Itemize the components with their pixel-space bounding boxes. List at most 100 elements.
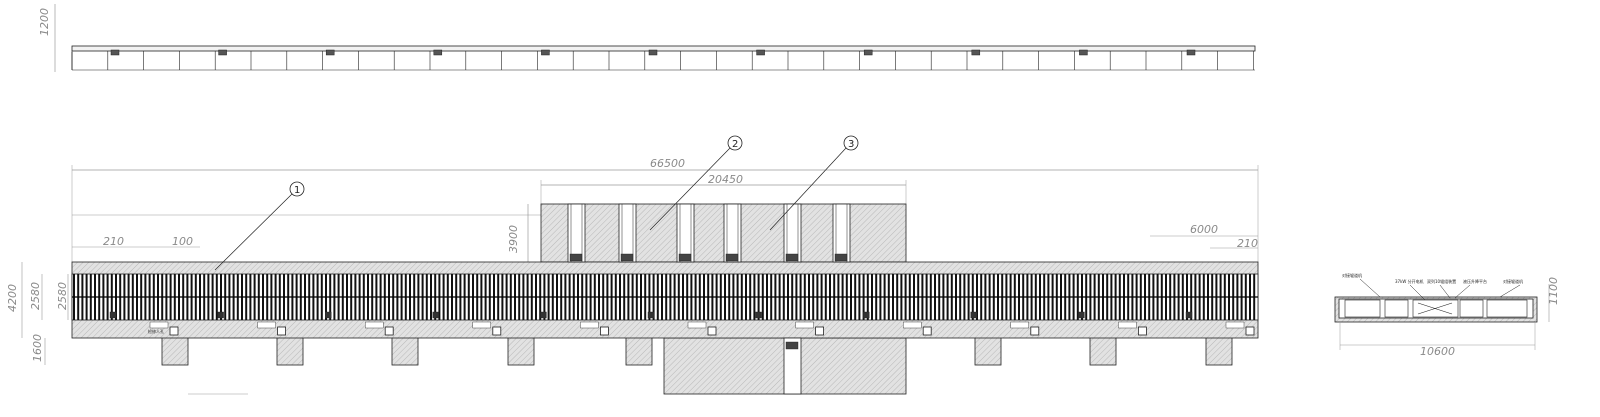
plan-view bbox=[21, 135, 1259, 395]
section-equipment bbox=[1344, 299, 1381, 318]
inspection-label: 检修人孔 bbox=[148, 328, 164, 334]
label-box bbox=[687, 321, 707, 329]
transfer-track bbox=[723, 203, 742, 263]
label-box bbox=[1225, 321, 1245, 329]
motor-block bbox=[756, 49, 765, 56]
drive-motor bbox=[1185, 311, 1193, 319]
motor-block bbox=[218, 49, 227, 56]
callout-circle bbox=[289, 181, 305, 197]
transfer-car bbox=[785, 341, 799, 350]
pitch-dim-210: 210 bbox=[103, 235, 124, 248]
manhole-box bbox=[1030, 326, 1040, 336]
leader-line bbox=[1454, 284, 1471, 299]
section-equipment bbox=[1384, 299, 1409, 318]
transfer-car bbox=[569, 253, 583, 262]
roller-width-dim-b: 2580 bbox=[56, 282, 69, 310]
transfer-car bbox=[678, 253, 692, 262]
drive-motor bbox=[755, 311, 762, 319]
leader-line bbox=[769, 147, 847, 231]
motor-block bbox=[863, 49, 873, 56]
center-length-dim: 20450 bbox=[708, 173, 743, 186]
drive-motor bbox=[1078, 311, 1085, 319]
overall-length-dim: 66500 bbox=[650, 157, 685, 170]
pier bbox=[625, 335, 653, 366]
section-label-4: 液压升降平台 bbox=[1463, 278, 1487, 284]
right-length-dim: 6000 bbox=[1190, 223, 1218, 236]
pier bbox=[391, 335, 419, 366]
motor-block bbox=[433, 49, 443, 56]
section-height-dim: 1100 bbox=[1547, 277, 1560, 305]
motor-block bbox=[110, 49, 120, 56]
drive-motor bbox=[325, 311, 332, 319]
pitch-dim-100: 100 bbox=[172, 235, 193, 248]
drive-motor bbox=[109, 311, 117, 319]
callout-3: 3 bbox=[848, 139, 854, 150]
manhole-box bbox=[384, 326, 394, 336]
callout-circle bbox=[727, 135, 743, 151]
callout-circle bbox=[843, 135, 859, 151]
label-box bbox=[580, 321, 599, 329]
leader-line bbox=[1409, 284, 1426, 301]
motor-block bbox=[1079, 49, 1088, 56]
manhole-box bbox=[492, 326, 502, 336]
transfer-car bbox=[725, 253, 739, 262]
label-box bbox=[903, 321, 922, 329]
motor-block bbox=[971, 49, 981, 56]
label-box bbox=[1118, 321, 1137, 329]
manhole-box bbox=[1245, 326, 1255, 336]
motor-block bbox=[648, 49, 658, 56]
label-box bbox=[795, 321, 814, 329]
section-equipment bbox=[1486, 299, 1528, 318]
pier-depth-dim: 1600 bbox=[31, 334, 44, 362]
pier bbox=[276, 335, 304, 366]
elevation-view bbox=[54, 4, 1256, 72]
drive-motor bbox=[647, 311, 655, 319]
label-box bbox=[472, 321, 491, 329]
pier bbox=[161, 335, 189, 366]
label-box bbox=[365, 321, 384, 329]
section-label-2: 37kW 分开电机 bbox=[1395, 278, 1424, 284]
transfer-track bbox=[783, 337, 802, 395]
pier bbox=[507, 335, 535, 366]
center-platform bbox=[540, 203, 907, 263]
transfer-car bbox=[620, 253, 634, 262]
transfer-car bbox=[785, 253, 799, 262]
label-box bbox=[1010, 321, 1029, 329]
pier bbox=[1205, 335, 1233, 366]
drive-motor bbox=[432, 311, 439, 319]
center-height-dim: 3900 bbox=[507, 225, 520, 253]
leader-line bbox=[1439, 284, 1451, 299]
callout-1: 1 bbox=[294, 185, 300, 196]
transfer-track bbox=[567, 203, 586, 263]
motor-block bbox=[325, 49, 335, 56]
drive-motor bbox=[217, 311, 224, 319]
label-box bbox=[257, 321, 276, 329]
section-label-5: 对接辊道机 bbox=[1503, 278, 1523, 284]
leader-line bbox=[1359, 278, 1381, 298]
roller-width-dim-a: 2580 bbox=[29, 282, 42, 310]
transfer-track bbox=[783, 203, 802, 263]
scissor bbox=[1417, 302, 1453, 315]
right-pitch-dim: 210 bbox=[1237, 237, 1258, 250]
transfer-track bbox=[676, 203, 695, 263]
motor-block bbox=[541, 49, 550, 56]
section-equipment bbox=[1459, 299, 1484, 318]
drive-motor bbox=[970, 311, 977, 319]
manhole-box bbox=[1138, 326, 1147, 336]
drive-motor bbox=[863, 311, 870, 319]
leader-line bbox=[214, 193, 293, 271]
section-view bbox=[1334, 278, 1550, 350]
callout-2: 2 bbox=[732, 139, 738, 150]
top-beam bbox=[71, 45, 1256, 52]
total-width-dim: 4200 bbox=[6, 284, 19, 312]
pier bbox=[974, 335, 1002, 366]
manhole-box bbox=[600, 326, 609, 336]
section-width-dim: 10600 bbox=[1420, 345, 1455, 358]
label-box bbox=[149, 321, 169, 329]
drive-motor bbox=[540, 311, 547, 319]
manhole-box bbox=[169, 326, 179, 336]
transfer-track bbox=[832, 203, 851, 263]
manhole-box bbox=[815, 326, 824, 336]
